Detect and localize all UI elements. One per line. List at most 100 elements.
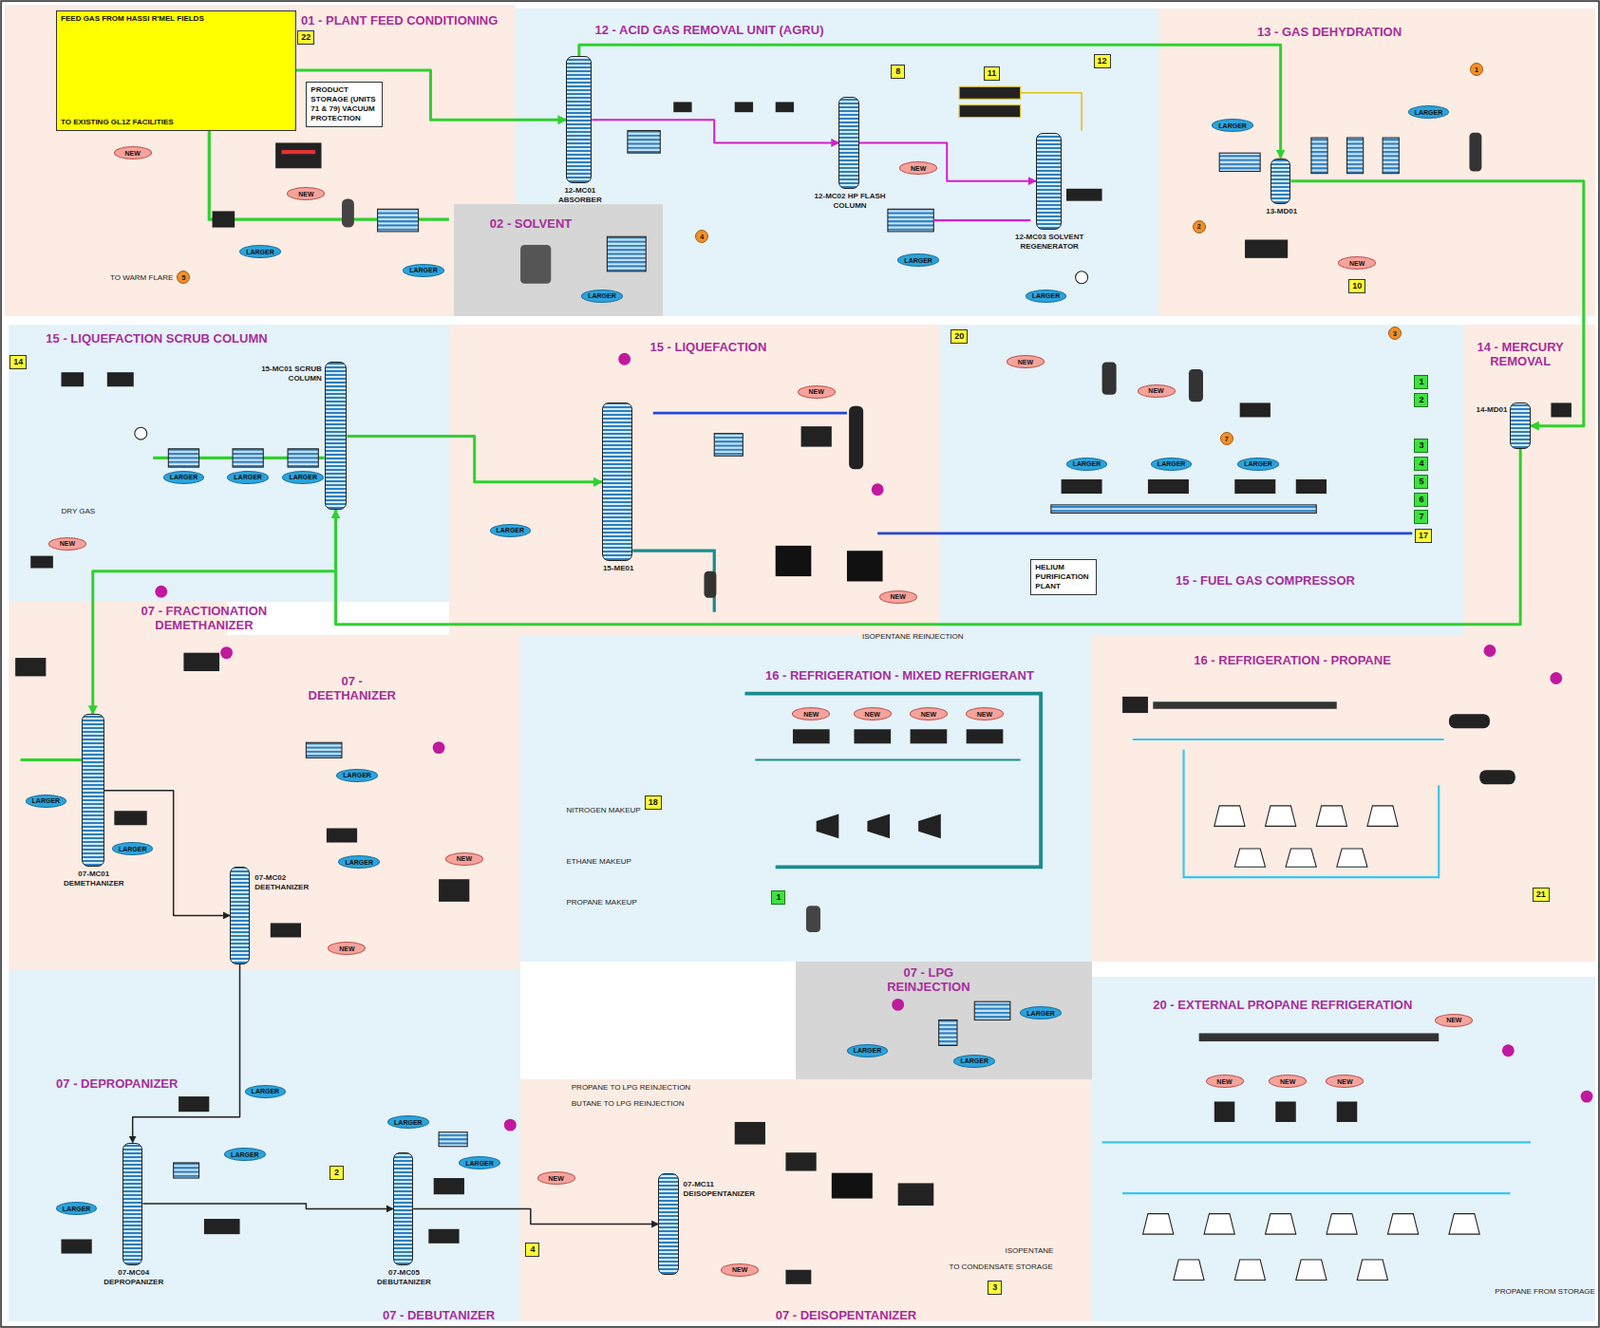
status-ellipse: NEW [797, 385, 836, 399]
box-text: TO EXISTING GL1Z FACILITIES [60, 117, 292, 128]
ellipse-text: NEW [1336, 1077, 1353, 1087]
section-band: 02 - SOLVENTLARGER [453, 204, 663, 317]
ellipse-text: NEW [732, 1265, 748, 1275]
ellipse-text: LARGER [960, 1056, 989, 1066]
note-box: HELIUM PURIFICATION PLANT [1030, 559, 1097, 596]
circle-text: 1 [1474, 65, 1479, 75]
section-band: 16 - REFRIGERATION - MIXED REFRIGERANTNE… [520, 635, 1092, 962]
section-title: 15 - FUEL GAS COMPRESSOR [1175, 573, 1356, 588]
callout-text: 18 [648, 797, 659, 809]
status-ellipse: NEW [791, 707, 830, 721]
column-vessel: 13-MD01 [1270, 158, 1291, 205]
status-ellipse: LARGER [282, 470, 324, 485]
section-band: 15 - LIQUEFACTION SCRUB COLUMN 15-MC01 SC… [8, 324, 450, 603]
status-ellipse: LARGER [338, 855, 380, 869]
equipment-tag: 07-MC02 DEETHANIZER [254, 873, 331, 893]
process-line [346, 435, 603, 482]
stream-note: NITROGEN MAKEUP [565, 806, 640, 816]
callout-text: 4 [529, 1244, 535, 1256]
status-ellipse: LARGER [489, 524, 532, 538]
status-ellipse: NEW [965, 707, 1004, 721]
status-ellipse: NEW [1434, 1014, 1473, 1028]
ellipse-text: NEW [1349, 259, 1365, 268]
status-ellipse: LARGER [163, 470, 206, 485]
note-box: FEED GAS FROM HASSI R'MEL FIELDS TO EXIST… [56, 10, 297, 132]
process-line [296, 70, 567, 120]
ellipse-text: LARGER [496, 526, 526, 535]
callout-number: 21 [1532, 887, 1550, 903]
equipment-tag: 07-MC04 DEPROPANIZER [95, 1268, 172, 1288]
callout-text: 11 [987, 68, 998, 79]
process-line [1290, 181, 1583, 427]
equipment-tag: 13-MD01 [1265, 207, 1298, 217]
callout-number: 3 [1413, 438, 1429, 453]
stream-note: ISOPENTANE [1004, 1246, 1054, 1257]
stream-note: DRY GAS [60, 507, 95, 517]
section-band: 07 - DEETHANIZER07-MC02 DEETHANIZERLARGE… [226, 635, 521, 969]
ellipse-text: NEW [977, 710, 993, 719]
stream-circle: 3 [1388, 326, 1402, 340]
callout-number: 8 [890, 64, 905, 79]
callout-number: 17 [1414, 528, 1432, 544]
ellipse-text: NEW [1148, 386, 1164, 396]
process-line [579, 44, 1281, 158]
ellipse-text: LARGER [245, 247, 275, 257]
column-vessel: 15-ME01 [602, 402, 633, 562]
ellipse-text: NEW [59, 539, 76, 548]
status-ellipse: NEW [1325, 1074, 1364, 1089]
ellipse-text: LARGER [1218, 121, 1247, 131]
section-title: 15 - LIQUEFACTION SCRUB COLUMN [45, 331, 267, 346]
section-title: 07 - LPG REINJECTION [877, 965, 979, 995]
process-line [336, 449, 1522, 625]
stream-note: TO CONDENSATE STORAGE [948, 1262, 1053, 1273]
column-vessel: 12-MC02 HP FLASH COLUMN [838, 96, 859, 189]
ellipse-text: NEW [547, 1174, 564, 1184]
status-ellipse: LARGER [581, 289, 623, 303]
box-text: FEED GAS FROM HASSI R'MEL FIELDS [60, 14, 292, 24]
equipment-tag: 15-ME01 [602, 564, 634, 574]
status-ellipse: LARGER [458, 1156, 501, 1170]
stream-note: BUTANE TO LPG REINJECTION [571, 1099, 685, 1110]
callout-text: 1 [1418, 376, 1424, 388]
callout-number: 1 [1413, 375, 1429, 390]
section-title: 07 - DEBUTANIZER [382, 1308, 495, 1323]
process-line [104, 790, 230, 917]
status-ellipse: LARGER [224, 1148, 266, 1162]
column-vessel: 15-MC01 SCRUB COLUMN [324, 361, 348, 510]
ellipse-text: LARGER [587, 291, 617, 301]
equipment-tag: 15-MC01 SCRUB COLUMN [245, 364, 322, 384]
circle-text: 5 [181, 273, 186, 283]
section-title: 14 - MERCURY REMOVAL [1468, 339, 1571, 369]
ellipse-text: LARGER [230, 1150, 260, 1160]
equipment-tag: 07-MC01 DEMETHANIZER [56, 869, 132, 889]
section-band: 15 - FUEL GAS COMPRESSOR HELIUM PURIFICAT… [939, 324, 1465, 637]
callout-text: 21 [1536, 889, 1546, 901]
column-vessel: 12-MC03 SOLVENT REGENERATOR [1035, 132, 1062, 230]
column-vessel: 14-MD01 [1509, 402, 1530, 449]
ellipse-text: NEW [456, 854, 472, 864]
status-ellipse: LARGER [1066, 457, 1109, 471]
circle-text: 7 [1224, 434, 1229, 444]
callout-number: 3 [987, 1280, 1002, 1296]
callout-number: 1 [771, 890, 786, 905]
callout-text: 10 [1352, 281, 1362, 292]
box-text: HELIUM PURIFICATION PLANT [1035, 563, 1092, 592]
stream-note: ISOPENTANE REINJECTION [862, 632, 964, 642]
section-band: 13 - GAS DEHYDRATION13-MD01LARGERLARGERN… [1158, 8, 1596, 318]
callout-number: 10 [1348, 279, 1366, 294]
ellipse-text: LARGER [853, 1046, 883, 1055]
status-ellipse: NEW [1205, 1074, 1244, 1089]
section-band: 07 - LPG REINJECTIONLARGERLARGERLARGER [795, 961, 1092, 1080]
column-vessel: 07-MC11 DEISOPENTANIZER [658, 1173, 678, 1276]
callout-text: 3 [992, 1282, 998, 1294]
callout-text: 7 [1418, 511, 1424, 523]
stream-note: PROPANE MAKEUP [565, 898, 638, 908]
status-ellipse: NEW [113, 146, 152, 160]
callout-text: 2 [334, 1167, 339, 1179]
section-band: 15 - LIQUEFACTION15-ME01NEWNEWLARGER [449, 324, 940, 637]
section-title: 20 - EXTERNAL PROPANE REFRIGERATION [1152, 997, 1412, 1013]
ellipse-text: NEW [298, 189, 314, 199]
status-ellipse: LARGER [56, 1202, 98, 1216]
status-ellipse: LARGER [239, 244, 282, 259]
